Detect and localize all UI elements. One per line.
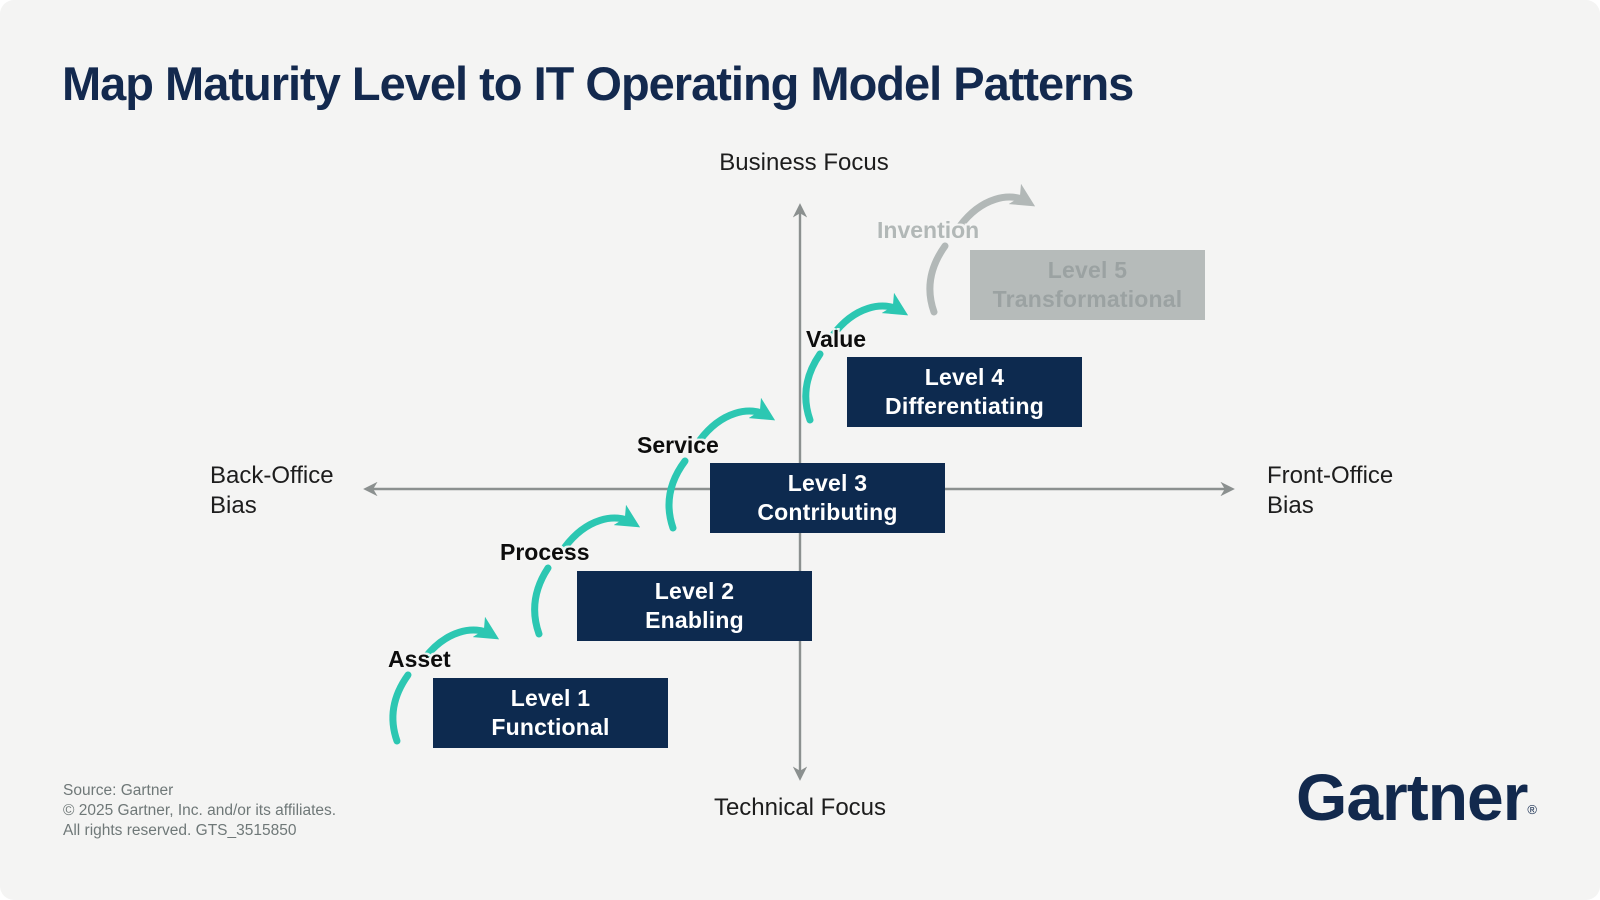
level-3-title: Level 3 <box>787 470 868 496</box>
gartner-logo: Gartner® <box>1296 764 1537 830</box>
level-2-box: Level 2 Enabling <box>577 571 812 641</box>
level-3-subtitle: Contributing <box>757 499 898 525</box>
level-1-title: Level 1 <box>510 685 591 711</box>
level-4-title: Level 4 <box>924 364 1005 390</box>
transition-label-asset: Asset <box>388 646 451 672</box>
page-title: Map Maturity Level to IT Operating Model… <box>62 57 1134 110</box>
rights-line: All rights reserved. GTS_3515850 <box>63 822 297 839</box>
asset-swoosh-tail <box>389 671 412 745</box>
invention-swoosh-tail <box>926 242 949 316</box>
source-attribution: Source: Gartner © 2025 Gartner, Inc. and… <box>63 781 336 841</box>
process-swoosh-tail <box>531 564 552 638</box>
copyright-line: © 2025 Gartner, Inc. and/or its affiliat… <box>63 802 337 819</box>
level-5-box: Level 5 Transformational <box>970 250 1205 320</box>
transition-label-value: Value <box>806 326 867 352</box>
service-swoosh-tail <box>665 457 689 532</box>
level-3-box: Level 3 Contributing <box>710 463 945 533</box>
axis-label-business-focus: Business Focus <box>719 149 889 176</box>
axis-label-back-office-bias: Back-Office Bias <box>210 462 334 519</box>
gartner-logo-text: Gartner <box>1296 760 1528 834</box>
level-2-subtitle: Enabling <box>645 607 744 633</box>
level-5-title: Level 5 <box>1047 257 1128 283</box>
axis-label-front-office-bias: Front-Office Bias <box>1267 462 1394 519</box>
level-1-subtitle: Functional <box>491 714 610 740</box>
transition-label-service: Service <box>637 432 719 458</box>
axis-label-technical-focus: Technical Focus <box>713 794 887 821</box>
source-line: Source: Gartner <box>63 782 174 799</box>
level-5-subtitle: Transformational <box>992 286 1183 312</box>
transition-label-invention: Invention <box>877 217 980 243</box>
level-4-subtitle: Differentiating <box>885 393 1044 419</box>
registered-trademark-icon: ® <box>1527 802 1538 817</box>
level-4-box: Level 4 Differentiating <box>847 357 1082 427</box>
transition-label-process: Process <box>500 539 590 565</box>
level-2-title: Level 2 <box>654 578 735 604</box>
level-1-box: Level 1 Functional <box>433 678 668 748</box>
value-swoosh-tail <box>802 350 824 424</box>
